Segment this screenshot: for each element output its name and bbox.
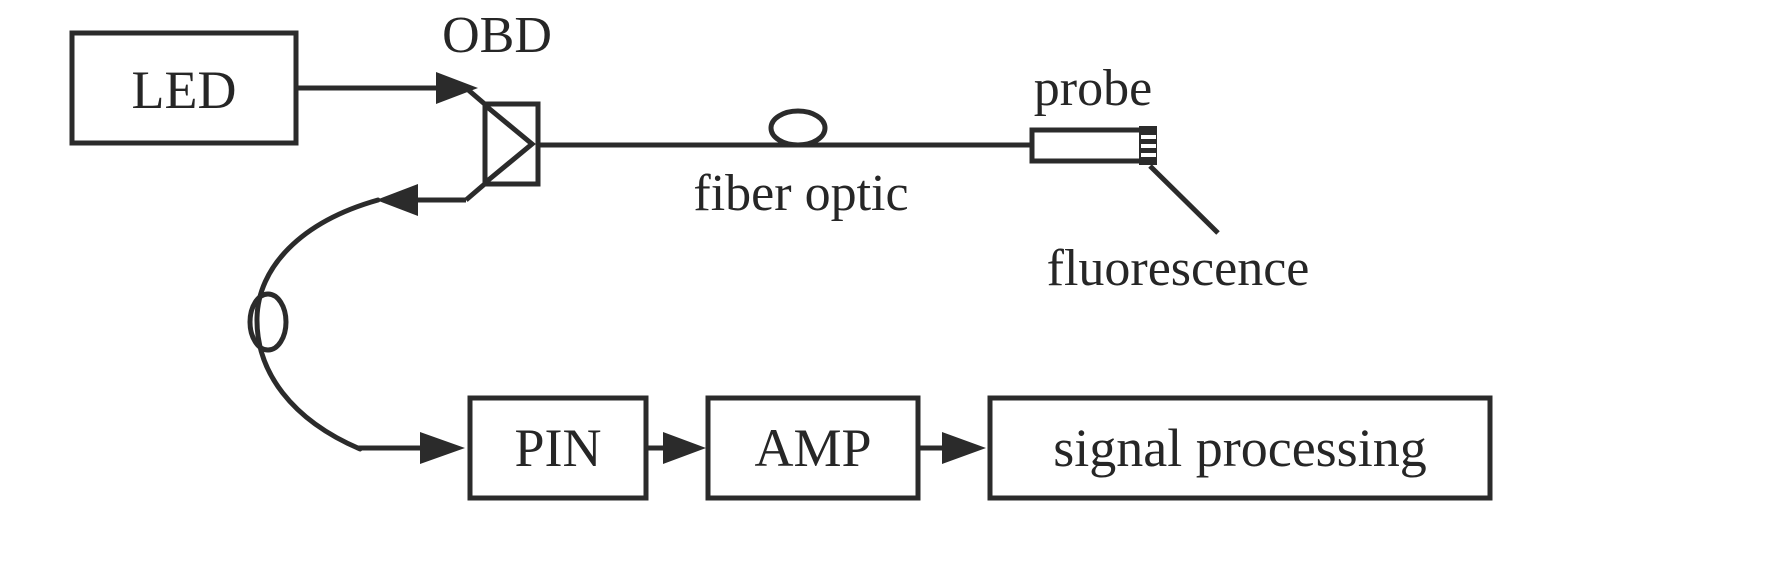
obd-label: OBD <box>442 7 552 64</box>
probe-tip-stripes-icon <box>1141 135 1156 157</box>
fluorescence-label: fluorescence <box>1047 240 1310 297</box>
forward-fiber-optic: fiber optic <box>538 108 1032 222</box>
block-signal-processing[interactable]: signal processing <box>987 395 1493 501</box>
connector-led-to-obd <box>296 72 478 104</box>
connector-amp-to-signal <box>918 432 986 464</box>
return-fiber-optic <box>247 184 466 464</box>
amp-label: AMP <box>754 418 871 478</box>
return-fiber-to-pin-arrowhead <box>420 432 465 464</box>
amp-to-signal-arrowhead <box>942 432 986 464</box>
fluorescence-leader-line <box>1148 164 1220 235</box>
fiber-optic-label: fiber optic <box>693 165 908 222</box>
probe-label: probe <box>1034 60 1152 117</box>
connector-pin-to-amp <box>646 432 706 464</box>
forward-fiber-loop-icon <box>768 108 828 148</box>
fluorescence-callout: fluorescence <box>1047 164 1310 297</box>
block-led[interactable]: LED <box>69 30 299 146</box>
led-box[interactable] <box>69 30 299 146</box>
return-fiber-arrowhead <box>376 184 418 216</box>
probe-body[interactable] <box>1029 127 1145 164</box>
led-label: LED <box>132 60 237 120</box>
led-to-obd-arrowhead <box>436 72 478 104</box>
obd-coupler[interactable]: OBD <box>442 7 552 202</box>
pin-label: PIN <box>514 418 601 478</box>
pin-box[interactable] <box>467 395 649 501</box>
probe-assembly[interactable]: probe <box>1029 60 1157 165</box>
signal-processing-box[interactable] <box>987 395 1493 501</box>
signal-processing-label: signal processing <box>1053 418 1426 478</box>
pin-to-amp-arrowhead <box>663 432 706 464</box>
return-fiber-loop-icon <box>247 291 289 353</box>
block-amp[interactable]: AMP <box>705 395 921 501</box>
return-fiber-curve <box>254 197 381 452</box>
right-pointing-triangle-icon <box>484 104 536 184</box>
block-pin[interactable]: PIN <box>467 395 649 501</box>
